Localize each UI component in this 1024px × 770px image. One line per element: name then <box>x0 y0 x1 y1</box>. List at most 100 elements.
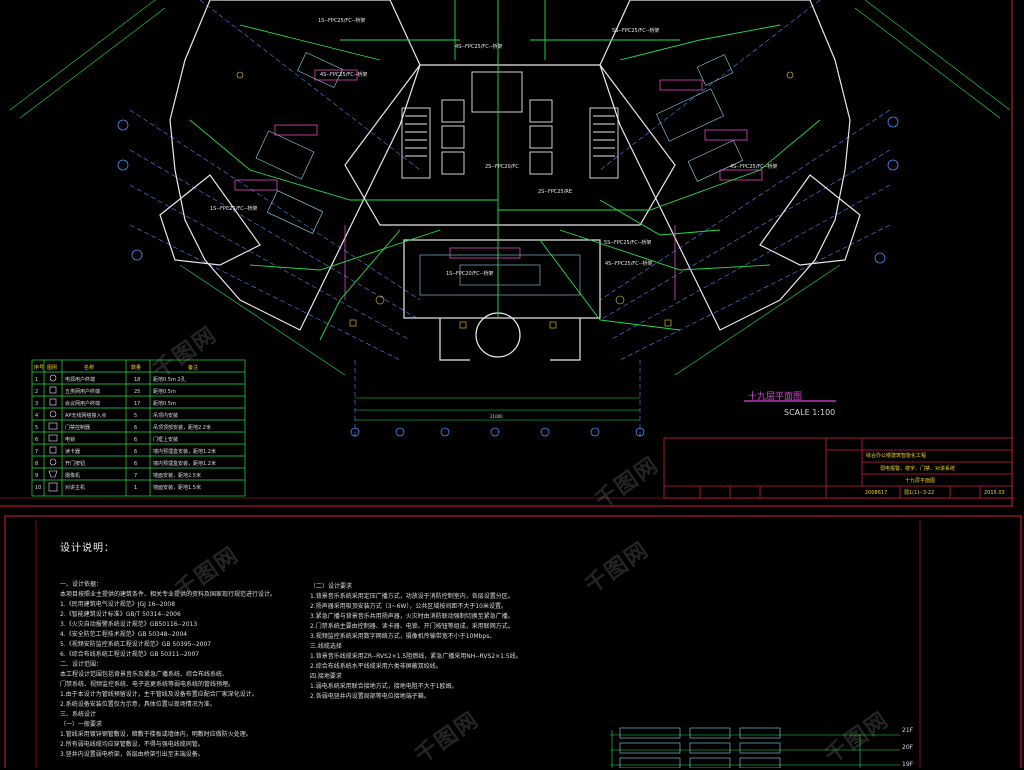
design-note-line: 1.背景音乐系统采用定压广播方式，功放设于消防控制室内，各层设置分区。 <box>310 593 514 600</box>
dimension-total: 21000 <box>490 414 503 419</box>
design-note-line: 3.竖井内设置弱电桥架，各层由桥架引出至末端设备。 <box>60 751 204 758</box>
plan-scale: SCALE 1:100 <box>784 408 836 417</box>
room-tags <box>234 69 763 300</box>
title-block-number: 弱1(1)--3-22 <box>904 490 934 496</box>
plan-label: 4S--FPC25/FC--桥架 <box>730 163 777 170</box>
legend-cell-note: 门框上安装 <box>153 436 178 443</box>
legend-cell-name: 会议网用户终端 <box>65 400 100 407</box>
design-note-line: 四.接地要求 <box>310 673 342 680</box>
legend-cell-no: 2 <box>35 389 38 395</box>
legend-cell-no: 1 <box>35 377 38 383</box>
dimension-text: 21000 <box>490 414 503 419</box>
legend-cell-name: 开门按钮 <box>65 460 85 467</box>
title-block-sheet: 十九层平面图 <box>905 477 935 484</box>
legend-cell-note: 距地0.5m 2孔 <box>153 376 186 383</box>
legend-cell-name: AP无线网络接入点 <box>65 412 106 419</box>
legend-header: 序号 <box>34 364 44 371</box>
axis-bubbles <box>117 116 899 437</box>
wiring-runs <box>189 0 821 341</box>
plan-label: 1S--FPC25/FC--桥架 <box>318 17 365 24</box>
legend-cell-name: 摄像机 <box>65 472 80 479</box>
design-note-line: 1.管线采用镀锌钢管敷设，暗敷于楼板或墙体内，明敷时应做防火处理。 <box>60 731 252 738</box>
design-note-line: 本项目按照业主提供的建筑条件、相关专业提供的资料及国家现行规范进行设计。 <box>60 591 277 598</box>
legend-cell-qty: 17 <box>134 401 140 407</box>
plan-label: 1S--FPC20/FC--桥架 <box>446 270 493 277</box>
legend-header: 数量 <box>131 364 141 371</box>
legend-table <box>31 359 246 497</box>
legend-cell-qty: 25 <box>134 389 140 395</box>
legend-cell-note: 墙面安装，距地2.5米 <box>153 472 201 479</box>
legend-cell-name: 电源用户终端 <box>65 376 95 383</box>
design-note-line: 三.线缆选择 <box>310 643 342 650</box>
legend-cell-name: 对讲主机 <box>65 484 85 491</box>
core-structure <box>401 71 619 179</box>
legend-cell-note: 墙面安装，距地1.5米 <box>153 484 201 491</box>
legend-cell-name: 电锁 <box>65 436 75 443</box>
design-note-line: 5.《视频安防监控系统工程设计规范》GB 50395--2007 <box>60 641 212 648</box>
riser-floor-label: 20F <box>902 744 914 751</box>
title-block-date: 2015.03 <box>984 490 1005 496</box>
design-note-line: 2.扬声器采用吸顶安装方式（3~6W），公共区域按间距不大于10米设置。 <box>310 603 507 610</box>
riser-floor-label: 21F <box>902 727 914 734</box>
design-note-line: 2.《智能建筑设计标准》GB/T 50314--2006 <box>60 611 181 618</box>
legend-cell-qty: 6 <box>134 437 137 443</box>
title-block-code: 2008617 <box>865 490 887 496</box>
dimension-lines <box>9 0 1011 421</box>
riser-boxes <box>619 727 781 768</box>
legend-cell-qty: 18 <box>134 377 140 383</box>
legend-cell-qty: 7 <box>134 473 137 479</box>
design-notes: 设计说明： 一、设计依据：本项目按照业主提供的建筑条件、相关专业提供的资料及国家… <box>60 540 960 768</box>
design-note-line: 3.紧急广播与背景音乐共用扬声器，火灾时由消防联动强制切换至紧急广播。 <box>310 613 514 620</box>
legend-cell-qty: 6 <box>134 449 137 455</box>
plan-title: 十九层平面图 <box>748 392 803 402</box>
design-note-line: 2.所有弱电线缆均应穿管敷设，不得与强电线缆同管。 <box>60 741 204 748</box>
design-note-line: 6.《综合布线系统工程设计规范》GB 50311--2007 <box>60 651 200 658</box>
legend-header: 图例 <box>47 364 57 371</box>
plan-label: 4S--FPC25/FC--桥架 <box>455 43 502 50</box>
plan-labels: 1S--FPC25/FC--桥架 4S--FPC25/FC--桥架 5S--FP… <box>210 17 777 277</box>
legend-cell-no: 9 <box>35 473 38 479</box>
legend-cell-note: 距地0.5m <box>153 400 176 407</box>
legend-cell-name: 读卡器 <box>65 448 80 455</box>
design-notes-left-column: 一、设计依据： 本项目按照业主提供的建筑条件、相关专业提供的资料及国家现行规范进行… <box>60 580 320 760</box>
plan-label: 5S--FPC25/FC--桥架 <box>604 239 651 246</box>
legend-cell-note: 距地0.5m <box>153 388 176 395</box>
legend-cell-qty: 5 <box>134 413 137 419</box>
design-note-line: 门禁系统、视频监控系统、电子巡更系统等弱电系统的管线预埋。 <box>60 681 235 688</box>
plan-label: 4S--FPC25/FC--桥架 <box>320 71 367 78</box>
design-note-line: 3.《火灾自动报警系统设计规范》GB50116--2013 <box>60 621 198 628</box>
legend-cell-no: 7 <box>35 449 38 455</box>
plan-label: 2S--FPC25/RE <box>538 189 572 195</box>
design-note-line: 1.背景音乐线缆采用ZR--RVS2×1.5阻燃线，紧急广播采用NH--RVS2… <box>310 653 522 660</box>
legend-cell-no: 10 <box>35 485 41 491</box>
riser-diagram <box>610 730 900 768</box>
legend-cell-no: 8 <box>35 461 38 467</box>
plan-label: 5S--FPC25/FC--桥架 <box>612 27 659 34</box>
riser-floor-labels: 21F 20F 19F <box>902 727 914 768</box>
axis-grid <box>129 0 891 438</box>
legend-cell-no: 6 <box>35 437 38 443</box>
legend-cell-no: 4 <box>35 413 38 419</box>
design-note-line: 2.各弱电竖井内设置局部等电位接地端子箱。 <box>310 693 430 700</box>
title-block-project: 综合办公楼建筑智能化工程 <box>866 452 926 459</box>
plan-label: 2S--FPC20/FC <box>485 164 519 170</box>
legend-header: 备注 <box>188 364 198 371</box>
legend-cell-name: 门禁控制器 <box>65 424 90 431</box>
building-outline <box>159 0 861 361</box>
design-note-line: 1.《民用建筑电气设计规范》JGJ 16--2008 <box>60 601 176 608</box>
legend-cell-note: 墙内预埋盒安装，距地1.2米 <box>153 448 216 455</box>
title-block-text: 综合办公楼建筑智能化工程 弱电报警、楼宇、门禁、对讲系统 十九层平面图 2008… <box>865 452 1005 496</box>
legend-cell-note: 墙内预埋盒安装，距地1.2米 <box>153 460 216 467</box>
design-note-line: 2.系统设备安装位置仅为示意，具体位置以现场情况为准。 <box>60 701 216 708</box>
design-note-line: 本工程设计范围包括背景音乐及紧急广播系统、综合布线系统、 <box>60 671 229 678</box>
legend-cell-note: 吊顶顶部安装，距地2.2米 <box>153 424 211 431</box>
design-note-line: 一、设计依据： <box>60 581 103 588</box>
design-note-line: 1.弱电系统采用联合接地方式，接地电阻不大于1欧姆。 <box>310 683 458 690</box>
legend-cell-note: 吊顶内安装 <box>153 412 178 419</box>
design-note-line: 3.视频监控系统采用数字网络方式，摄像机传输带宽不小于10Mbps。 <box>310 633 496 640</box>
design-note-line: 1.由于本设计为管线预留设计，主干管线及设备布置应配合厂家深化设计。 <box>60 691 258 698</box>
legend-cell-name: 五类网用户终端 <box>65 388 100 395</box>
